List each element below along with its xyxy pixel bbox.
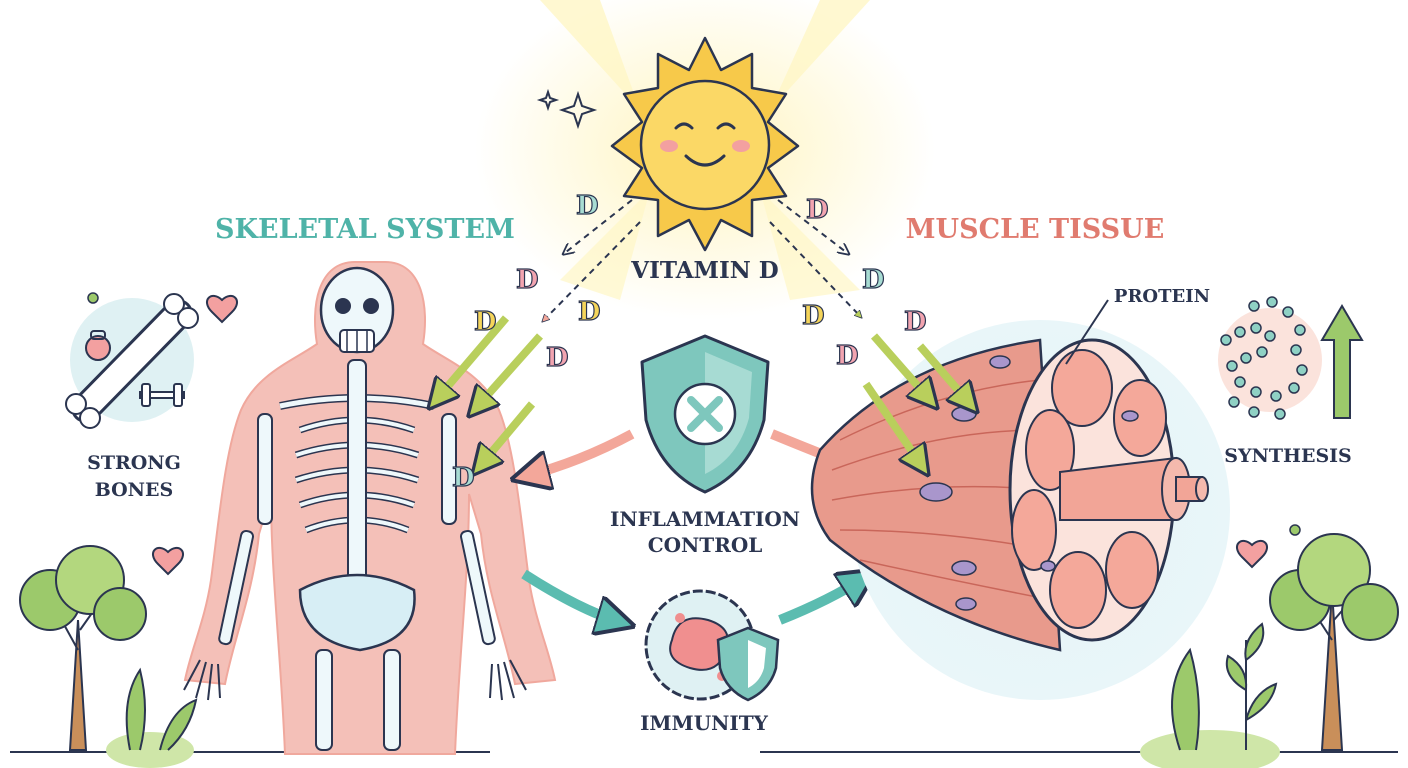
heart-icon (152, 546, 184, 576)
plant-icon (106, 667, 198, 768)
d-letter: D (516, 265, 539, 295)
muscle-tissue-icon (810, 320, 1230, 700)
heart-icon (206, 294, 238, 324)
inflammation-label-line2: CONTROL (648, 533, 763, 557)
strong-bones-icon (65, 293, 199, 429)
d-letter: D (576, 191, 599, 221)
pink-arrow-left (526, 429, 635, 476)
protein-synthesis-icon (1218, 296, 1364, 420)
strong-bones-label-line1: STRONG (87, 452, 181, 474)
teal-arrow-to-immunity (521, 569, 620, 622)
dashed-arrow-right-upper (777, 199, 846, 252)
d-letter: D (836, 341, 859, 371)
dot-decoration (87, 292, 99, 304)
d-letter: D (802, 301, 825, 331)
dashed-arrow-left-lower (544, 221, 641, 320)
immunity-label: IMMUNITY (640, 711, 769, 735)
d-letter: D (862, 265, 885, 295)
teal-arrow-to-muscle (778, 578, 864, 625)
sun-icon (475, 0, 935, 320)
d-letter: D (806, 195, 829, 225)
heart-icon (1236, 539, 1268, 569)
strong-bones-label-line2: BONES (95, 479, 174, 501)
d-letter: D (578, 297, 601, 327)
vitamin-d-label: VITAMIN D (630, 257, 779, 284)
tree-icon (1269, 533, 1399, 751)
dot-decoration (1289, 524, 1301, 536)
d-letter: D (474, 307, 497, 337)
protein-pointer-line (1065, 299, 1109, 365)
d-letter: D (452, 463, 475, 493)
inflammation-label-line1: INFLAMMATION (610, 507, 800, 531)
immune-cell-icon (644, 589, 780, 702)
d-letter: D (546, 343, 569, 373)
d-letter: D (904, 307, 927, 337)
synthesis-label: SYNTHESIS (1224, 445, 1352, 467)
green-arrows-left (436, 315, 543, 466)
dashed-arrow-left-upper (566, 199, 633, 252)
green-arrows-right (862, 333, 970, 466)
shield-icon (640, 334, 770, 494)
skeletal-system-title: SKELETAL SYSTEM (215, 214, 515, 245)
muscle-tissue-title: MUSCLE TISSUE (906, 214, 1165, 245)
sparkle-icon (536, 88, 598, 130)
plant-icon (1140, 622, 1280, 768)
protein-label: PROTEIN (1114, 286, 1210, 307)
tree-icon (19, 545, 147, 751)
skeleton-figure (183, 261, 557, 755)
